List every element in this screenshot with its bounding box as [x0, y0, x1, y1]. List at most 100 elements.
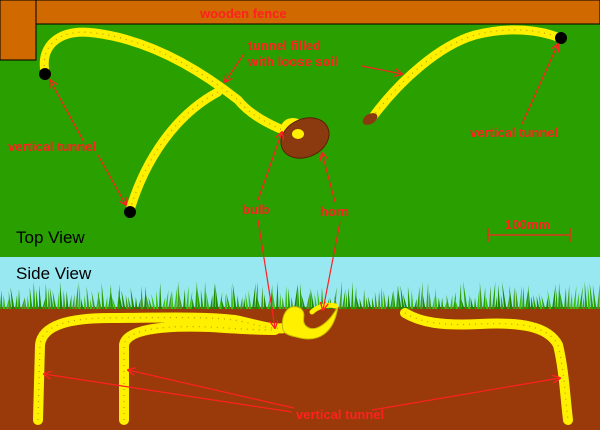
- fence-label: wooden fence: [199, 6, 287, 21]
- tunnel-label-line1: tunnel filled: [248, 38, 321, 53]
- grass-blade: [509, 285, 513, 309]
- grass-blade: [225, 294, 228, 309]
- grass-blade: [97, 290, 102, 309]
- grass-blade: [536, 295, 540, 309]
- grass-blade: [587, 284, 591, 309]
- grass-blade: [162, 296, 166, 309]
- grass-blade: [359, 297, 363, 309]
- grass-blade: [348, 287, 351, 309]
- top-view-tunnel-speckle: [43, 29, 561, 211]
- grass-blade: [210, 294, 213, 309]
- grass-blade: [91, 291, 96, 309]
- grass-blade: [417, 286, 420, 309]
- grass-blade: [367, 296, 372, 309]
- grass-blade: [110, 284, 114, 309]
- grass-blade: [15, 294, 18, 309]
- grass-blade: [454, 296, 459, 309]
- grass-blade: [24, 296, 27, 309]
- grass-blade: [141, 285, 144, 309]
- grass-blade: [237, 294, 240, 309]
- grass-blade: [243, 298, 246, 309]
- grass-blade: [317, 288, 321, 309]
- grass-blade: [183, 289, 186, 309]
- grass-blade: [156, 291, 159, 309]
- grass-blade: [582, 297, 585, 309]
- grass-blade: [453, 291, 457, 309]
- grass-blade: [411, 290, 414, 309]
- grass-blade: [378, 290, 381, 309]
- grass-blade: [108, 287, 112, 309]
- grass-blade: [528, 290, 531, 309]
- bulb-horn-spot: [292, 129, 304, 139]
- grass-blade: [306, 292, 310, 309]
- grass-blade: [27, 295, 30, 309]
- grass-blade: [584, 281, 588, 309]
- grass-blade: [145, 292, 150, 309]
- grass-blade: [189, 291, 193, 309]
- grass-blade: [29, 286, 33, 309]
- side-view-tunnel-speckle: [37, 312, 569, 421]
- grass-blade: [200, 289, 204, 309]
- grass-blade: [538, 292, 543, 309]
- grass-blade: [138, 298, 141, 309]
- grass-blade: [42, 297, 46, 309]
- grass-blade: [403, 293, 408, 309]
- grass-blade: [57, 291, 60, 309]
- grass-blade: [252, 283, 256, 309]
- grass-blade: [351, 281, 354, 309]
- side-view-arrows: [44, 219, 560, 413]
- grass-blade: [267, 296, 271, 309]
- grass-blade: [75, 281, 79, 309]
- grass-blade: [592, 284, 597, 309]
- side-view-sky: [0, 257, 600, 310]
- vertical-hole-top-left: [39, 68, 51, 80]
- grass-blade: [366, 297, 369, 309]
- grass-blade: [507, 293, 510, 309]
- grass-blade: [105, 296, 108, 309]
- grass-blade: [589, 282, 594, 309]
- side-view-label: Side View: [16, 264, 92, 283]
- grass-blade: [492, 281, 496, 309]
- grass-blade: [231, 285, 234, 309]
- grass-blade: [135, 297, 138, 309]
- grass-blade: [397, 285, 402, 309]
- grass-blade: [178, 291, 183, 309]
- grass-blade: [219, 291, 223, 309]
- bulb-top-view: [280, 117, 330, 159]
- grass-blade: [121, 290, 126, 309]
- grass-blade: [400, 285, 405, 309]
- grass-blade: [282, 296, 285, 309]
- grass-blade: [558, 282, 561, 309]
- grass-blade: [59, 281, 63, 309]
- grass-blade: [285, 285, 288, 309]
- grass-blade: [0, 290, 3, 309]
- grass-blade: [576, 291, 580, 309]
- grass-blade: [204, 281, 207, 309]
- grass-blade: [291, 296, 294, 309]
- tunnel-label-line2: with loose soil: [247, 54, 338, 69]
- grass-blade: [279, 292, 282, 309]
- grass-blade: [45, 283, 48, 309]
- grass-blade: [547, 289, 552, 309]
- grass-blade: [48, 288, 51, 309]
- grass-blade: [564, 287, 567, 309]
- grass-blade: [301, 294, 306, 309]
- grass-blade: [355, 294, 360, 309]
- horn-label: horn: [320, 204, 349, 219]
- grass-blade: [309, 287, 312, 309]
- grass-blade: [69, 294, 72, 309]
- grass-blade: [495, 295, 498, 309]
- grass-blade: [463, 281, 468, 309]
- grass-blade: [192, 298, 195, 309]
- grass-blade: [485, 296, 489, 309]
- tunnel-end-soil: [362, 113, 378, 125]
- grass-blade: [500, 294, 504, 309]
- grass-blade: [432, 295, 435, 309]
- grass-blade: [546, 297, 549, 309]
- grass-blade: [49, 287, 54, 309]
- vertical-hole-top-right: [555, 32, 567, 44]
- grass-blade: [80, 298, 84, 309]
- grass-blade: [570, 292, 573, 309]
- grass-blade: [390, 290, 394, 309]
